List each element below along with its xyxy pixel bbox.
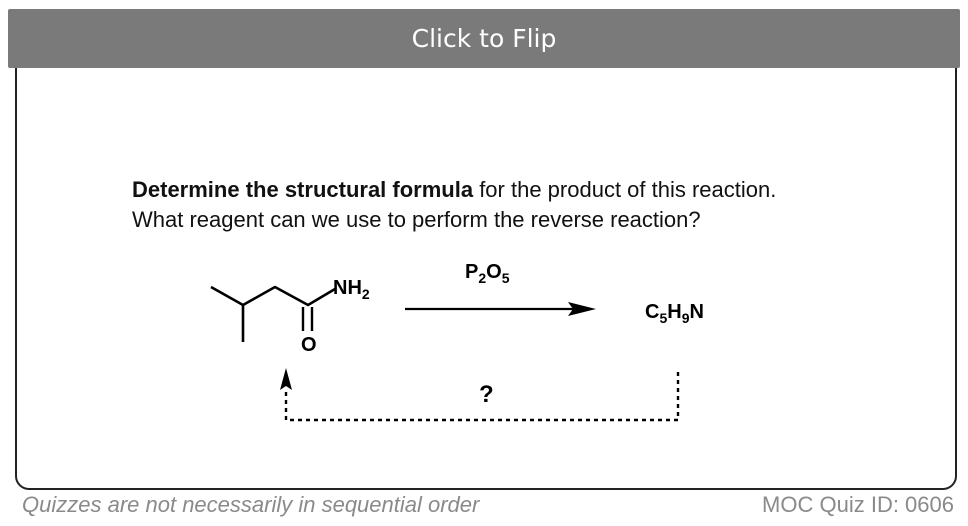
reverse-dotted-arrow	[284, 372, 680, 422]
click-to-flip-button[interactable]: Click to Flip	[8, 9, 960, 68]
flip-button-label: Click to Flip	[411, 24, 557, 53]
forward-arrow-head	[568, 302, 596, 316]
question-bold-phrase: Determine the structural formula	[132, 177, 474, 202]
question-line-1: Determine the structural formula for the…	[132, 175, 892, 205]
product-formula: C5H9N	[645, 301, 704, 326]
sequential-order-note: Quizzes are not necessarily in sequentia…	[22, 492, 480, 517]
question-text: Determine the structural formula for the…	[132, 175, 892, 235]
amide-skeleton	[210, 285, 336, 307]
reverse-arrow-head	[280, 368, 292, 390]
reagent-label: P2O5	[465, 261, 510, 286]
question-line-2: What reagent can we use to perform the r…	[132, 207, 701, 232]
quiz-id-label: MOC Quiz ID: 0606	[762, 492, 954, 517]
question-line-1-rest: for the product of this reaction.	[473, 177, 777, 202]
flashcard[interactable]	[15, 18, 957, 490]
carbonyl-oxygen-label: O	[301, 334, 317, 356]
reverse-reagent-question-mark: ?	[479, 381, 494, 408]
amide-nh2-label: NH2	[333, 277, 370, 302]
